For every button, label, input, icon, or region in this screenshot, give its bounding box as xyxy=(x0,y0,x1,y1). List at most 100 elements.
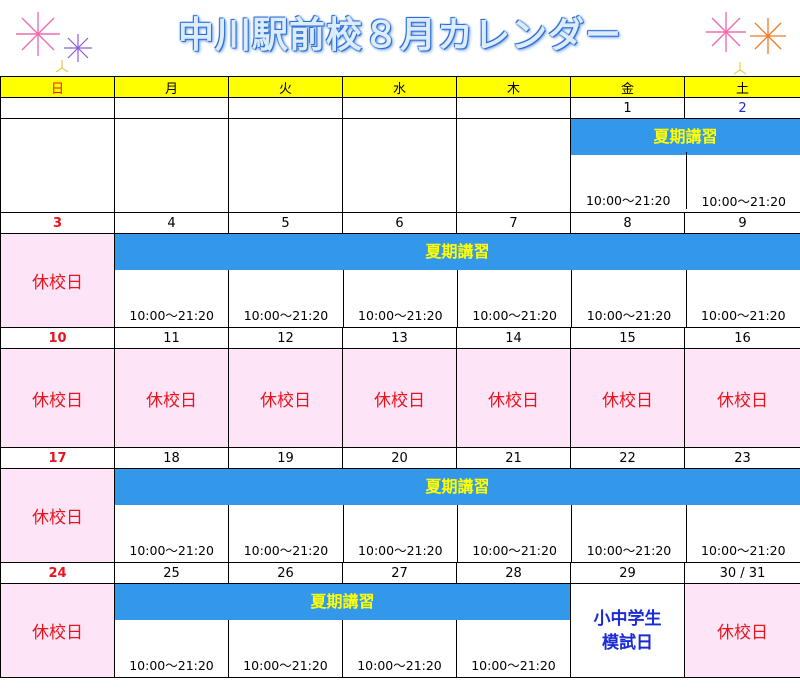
session-time: 10:00～21:20 xyxy=(129,308,214,323)
weekday-thu: 木 xyxy=(456,76,571,98)
session-span: 夏期講習 10:00～21:20 10:00～21:20 10:00～21:20… xyxy=(114,233,800,328)
date-cell: 3 xyxy=(0,212,115,234)
date-cell: 29 xyxy=(570,562,685,584)
weekday-tue: 火 xyxy=(228,76,343,98)
session-time: 10:00～21:20 xyxy=(571,270,685,327)
date-cell: 16 xyxy=(684,327,800,349)
day-cell xyxy=(114,118,229,213)
date-cell: 24 xyxy=(0,562,115,584)
session-time: 10:00～21:20 xyxy=(228,620,342,677)
week-3-dates: 10 11 12 13 14 15 16 xyxy=(0,327,800,349)
session-time: 10:00～21:20 xyxy=(129,658,214,673)
date-cell: 5 xyxy=(228,212,343,234)
weekday-header-row: 日 月 火 水 木 金 土 xyxy=(0,76,800,98)
closed-day: 休校日 xyxy=(570,348,685,448)
session-time: 10:00～21:20 xyxy=(342,270,457,327)
date-cell: 23 xyxy=(684,447,800,469)
date-cell xyxy=(228,97,343,119)
weekday-sat: 土 xyxy=(684,76,800,98)
date-cell: 26 xyxy=(228,562,343,584)
week-5-dates: 24 25 26 27 28 29 30 / 31 xyxy=(0,562,800,584)
week-4-events: 休校日 夏期講習 10:00～21:20 10:00～21:20 10:00～2… xyxy=(0,468,800,563)
closed-day: 休校日 xyxy=(684,583,800,678)
weekday-mon: 月 xyxy=(114,76,229,98)
firework-right-icon xyxy=(706,12,786,75)
date-cell xyxy=(0,97,115,119)
date-cell: 14 xyxy=(456,327,571,349)
date-cell: 8 xyxy=(570,212,685,234)
date-cell: 9 xyxy=(684,212,800,234)
date-cell: 2 xyxy=(684,97,800,119)
date-cell: 30 / 31 xyxy=(684,562,800,584)
date-cell: 6 xyxy=(342,212,457,234)
session-time: 10:00～21:20 xyxy=(342,620,456,677)
closed-day: 休校日 xyxy=(684,348,800,448)
date-cell xyxy=(456,97,571,119)
date-cell: 1 xyxy=(570,97,685,119)
weekday-wed: 水 xyxy=(342,76,457,98)
summer-session-bar: 夏期講習 xyxy=(115,234,800,270)
week-1-dates: 1 2 xyxy=(0,97,800,119)
session-time: 10:00～21:20 xyxy=(342,505,457,562)
date-cell: 27 xyxy=(342,562,457,584)
closed-day: 休校日 xyxy=(0,468,115,563)
closed-day: 休校日 xyxy=(456,348,571,448)
date-cell: 28 xyxy=(456,562,571,584)
day-cell xyxy=(456,118,571,213)
week-1-events: 夏期講習 10:00～21:20 10:00～21:20 xyxy=(0,118,800,213)
date-cell: 18 xyxy=(114,447,229,469)
date-cell xyxy=(114,97,229,119)
firework-left-icon xyxy=(16,12,92,73)
session-time: 10:00～21:20 xyxy=(571,505,685,562)
session-span: 夏期講習 10:00～21:20 10:00～21:20 10:00～21:20… xyxy=(114,583,571,678)
session-time: 10:00～21:20 xyxy=(685,152,800,209)
closed-day: 休校日 xyxy=(342,348,457,448)
mock-exam-label-1: 小中学生 xyxy=(593,608,662,629)
session-time-row: 10:00～21:20 10:00～21:20 10:00～21:20 10:0… xyxy=(115,620,570,677)
date-cell: 11 xyxy=(114,327,229,349)
closed-day: 休校日 xyxy=(0,583,115,678)
date-cell: 19 xyxy=(228,447,343,469)
session-time: 10:00～21:20 xyxy=(456,620,570,677)
session-span: 夏期講習 10:00～21:20 10:00～21:20 10:00～21:20… xyxy=(114,468,800,563)
session-time: 10:00～21:20 xyxy=(585,193,671,208)
session-time: 10:00～21:20 xyxy=(228,270,342,327)
date-cell: 20 xyxy=(342,447,457,469)
session-time-row: 10:00～21:20 10:00～21:20 10:00～21:20 10:0… xyxy=(115,270,800,327)
calendar-table: 日 月 火 水 木 金 土 1 2 夏期講習 10:00～21:20 10:00… xyxy=(0,76,800,678)
summer-session-bar: 夏期講習 xyxy=(571,119,800,155)
date-cell xyxy=(342,97,457,119)
day-cell xyxy=(0,118,115,213)
mock-exam-day: 小中学生 模試日 xyxy=(570,583,685,678)
day-cell xyxy=(228,118,343,213)
date-cell: 17 xyxy=(0,447,115,469)
closed-day: 休校日 xyxy=(0,233,115,328)
session-time-row: 10:00～21:20 10:00～21:20 10:00～21:20 10:0… xyxy=(115,505,800,562)
session-time: 10:00～21:20 xyxy=(456,505,571,562)
week-3-events: 休校日 休校日 休校日 休校日 休校日 休校日 休校日 xyxy=(0,348,800,448)
day-cell xyxy=(342,118,457,213)
date-cell: 10 xyxy=(0,327,115,349)
day-cell: 夏期講習 10:00～21:20 10:00～21:20 xyxy=(570,118,800,213)
week-4-dates: 17 18 19 20 21 22 23 xyxy=(0,447,800,469)
closed-day: 休校日 xyxy=(114,348,229,448)
date-cell: 22 xyxy=(570,447,685,469)
session-time: 10:00～21:20 xyxy=(685,505,800,562)
date-cell: 15 xyxy=(570,327,685,349)
weekday-fri: 金 xyxy=(570,76,685,98)
date-cell: 25 xyxy=(114,562,229,584)
week-2-dates: 3 4 5 6 7 8 9 xyxy=(0,212,800,234)
date-cell: 12 xyxy=(228,327,343,349)
weekday-sun: 日 xyxy=(0,76,115,98)
summer-session-bar: 夏期講習 xyxy=(115,469,800,505)
session-time: 10:00～21:20 xyxy=(228,505,342,562)
date-cell: 21 xyxy=(456,447,571,469)
date-cell: 13 xyxy=(342,327,457,349)
summer-session-bar: 夏期講習 xyxy=(115,584,570,620)
date-cell: 7 xyxy=(456,212,571,234)
closed-day: 休校日 xyxy=(0,348,115,448)
session-time: 10:00～21:20 xyxy=(685,270,800,327)
session-time: 10:00～21:20 xyxy=(129,543,214,558)
closed-day: 休校日 xyxy=(228,348,343,448)
week-5-events: 休校日 夏期講習 10:00～21:20 10:00～21:20 10:00～2… xyxy=(0,583,800,678)
